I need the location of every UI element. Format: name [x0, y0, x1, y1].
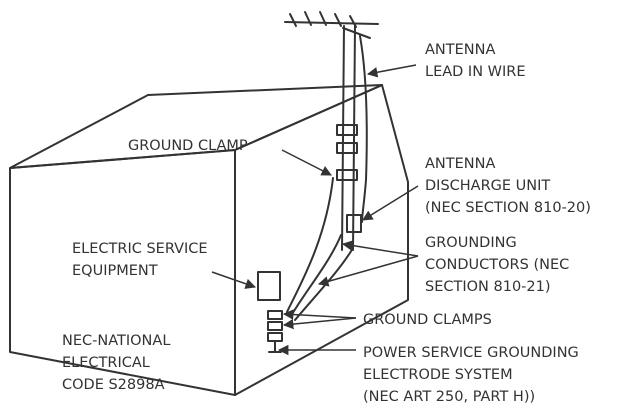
label-line: CODE S2898A — [62, 377, 165, 393]
arrow-ground-clamps-1 — [282, 309, 357, 320]
antenna-icon — [284, 11, 379, 39]
discharge-unit-icon — [346, 214, 362, 233]
label-line: ELECTRICAL — [62, 355, 150, 371]
arrow-lead-in-wire — [366, 64, 417, 78]
antenna-mast — [341, 25, 356, 251]
label-line: ANTENNA — [425, 42, 496, 58]
label-line: SECTION 810-21) — [425, 279, 551, 295]
base-ground-clamp — [267, 321, 283, 331]
label-line: ELECTRODE SYSTEM — [363, 367, 513, 383]
arrow-grounding-conductors-1 — [341, 240, 419, 257]
label-line: (NEC ART 250, PART H)) — [363, 389, 536, 405]
arrow-discharge-unit — [362, 185, 419, 221]
arrow-ground-clamp — [281, 149, 332, 176]
label-line: DISCHARGE UNIT — [425, 178, 551, 194]
arrow-grounding-conductors-2 — [317, 255, 419, 287]
label-grounding-conductors: GROUNDING CONDUCTORS (NEC SECTION 810-21… — [425, 232, 569, 298]
label-line: (NEC SECTION 810-20) — [425, 200, 591, 216]
arrow-service-equipment — [211, 271, 256, 289]
label-line: LEAD IN WIRE — [425, 64, 526, 80]
label-line: ELECTRIC SERVICE — [72, 241, 208, 257]
base-ground-clamp — [267, 310, 283, 320]
arrow-ground-clamps-2 — [282, 317, 357, 330]
mast-clamp — [336, 169, 358, 181]
label-line: EQUIPMENT — [72, 263, 158, 279]
label-line: GROUNDING — [425, 235, 517, 251]
label-electric-service-equipment: ELECTRIC SERVICE EQUIPMENT — [72, 238, 208, 282]
base-ground-clamp — [267, 332, 283, 342]
label-power-service-grounding: POWER SERVICE GROUNDING ELECTRODE SYSTEM… — [363, 342, 579, 408]
lead-in-wire — [359, 35, 368, 223]
label-line: POWER SERVICE GROUNDING — [363, 345, 579, 361]
label-antenna-discharge-unit: ANTENNA DISCHARGE UNIT (NEC SECTION 810-… — [425, 153, 591, 219]
mast-clamp — [336, 142, 358, 154]
house-side-wall — [234, 84, 409, 396]
label-nec-note: NEC-NATIONAL ELECTRICAL CODE S2898A — [62, 330, 170, 396]
electric-service-box — [257, 271, 281, 301]
mast-clamp — [336, 124, 358, 136]
label-line: ANTENNA — [425, 156, 496, 172]
label-antenna-lead-in-wire: ANTENNA LEAD IN WIRE — [425, 39, 526, 83]
label-ground-clamp: GROUND CLAMP — [128, 138, 248, 154]
label-ground-clamps: GROUND CLAMPS — [363, 312, 492, 328]
label-line: NEC-NATIONAL — [62, 333, 171, 349]
label-line: CONDUCTORS (NEC — [425, 257, 570, 273]
